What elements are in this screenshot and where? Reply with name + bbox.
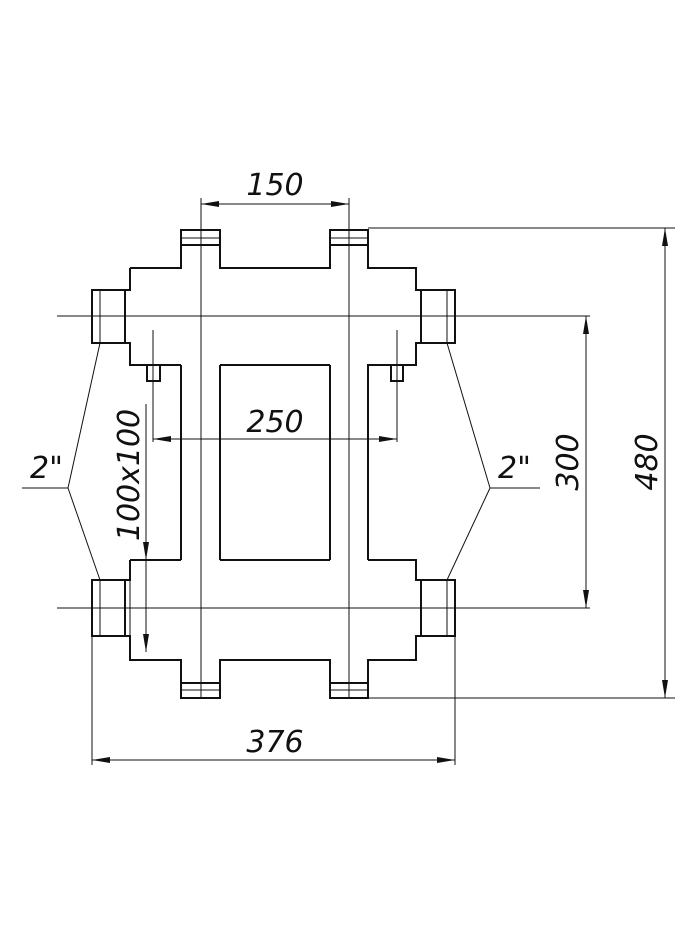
dimension-250: 250 xyxy=(153,405,397,442)
dim-label-150: 150 xyxy=(246,168,303,203)
dimension-150: 150 xyxy=(201,168,349,207)
leader-right-thread: 2" xyxy=(446,342,540,581)
dim-label-250: 250 xyxy=(246,405,303,440)
thread-label-left: 2" xyxy=(30,451,63,486)
dim-label-300: 300 xyxy=(551,433,586,490)
dimension-480: 480 xyxy=(630,228,668,698)
leader-left-thread: 2" xyxy=(22,342,101,581)
thread-label-right: 2" xyxy=(498,451,531,486)
top-header-outline xyxy=(124,244,422,560)
dim-label-480: 480 xyxy=(630,433,665,490)
dimension-section: 100x100 xyxy=(112,404,149,652)
bottom-header-outline xyxy=(124,559,422,684)
dimension-300: 300 xyxy=(551,316,589,608)
dim-label-376: 376 xyxy=(246,725,303,760)
dim-label-100x100: 100x100 xyxy=(112,409,147,541)
dimension-376: 376 xyxy=(92,725,455,763)
